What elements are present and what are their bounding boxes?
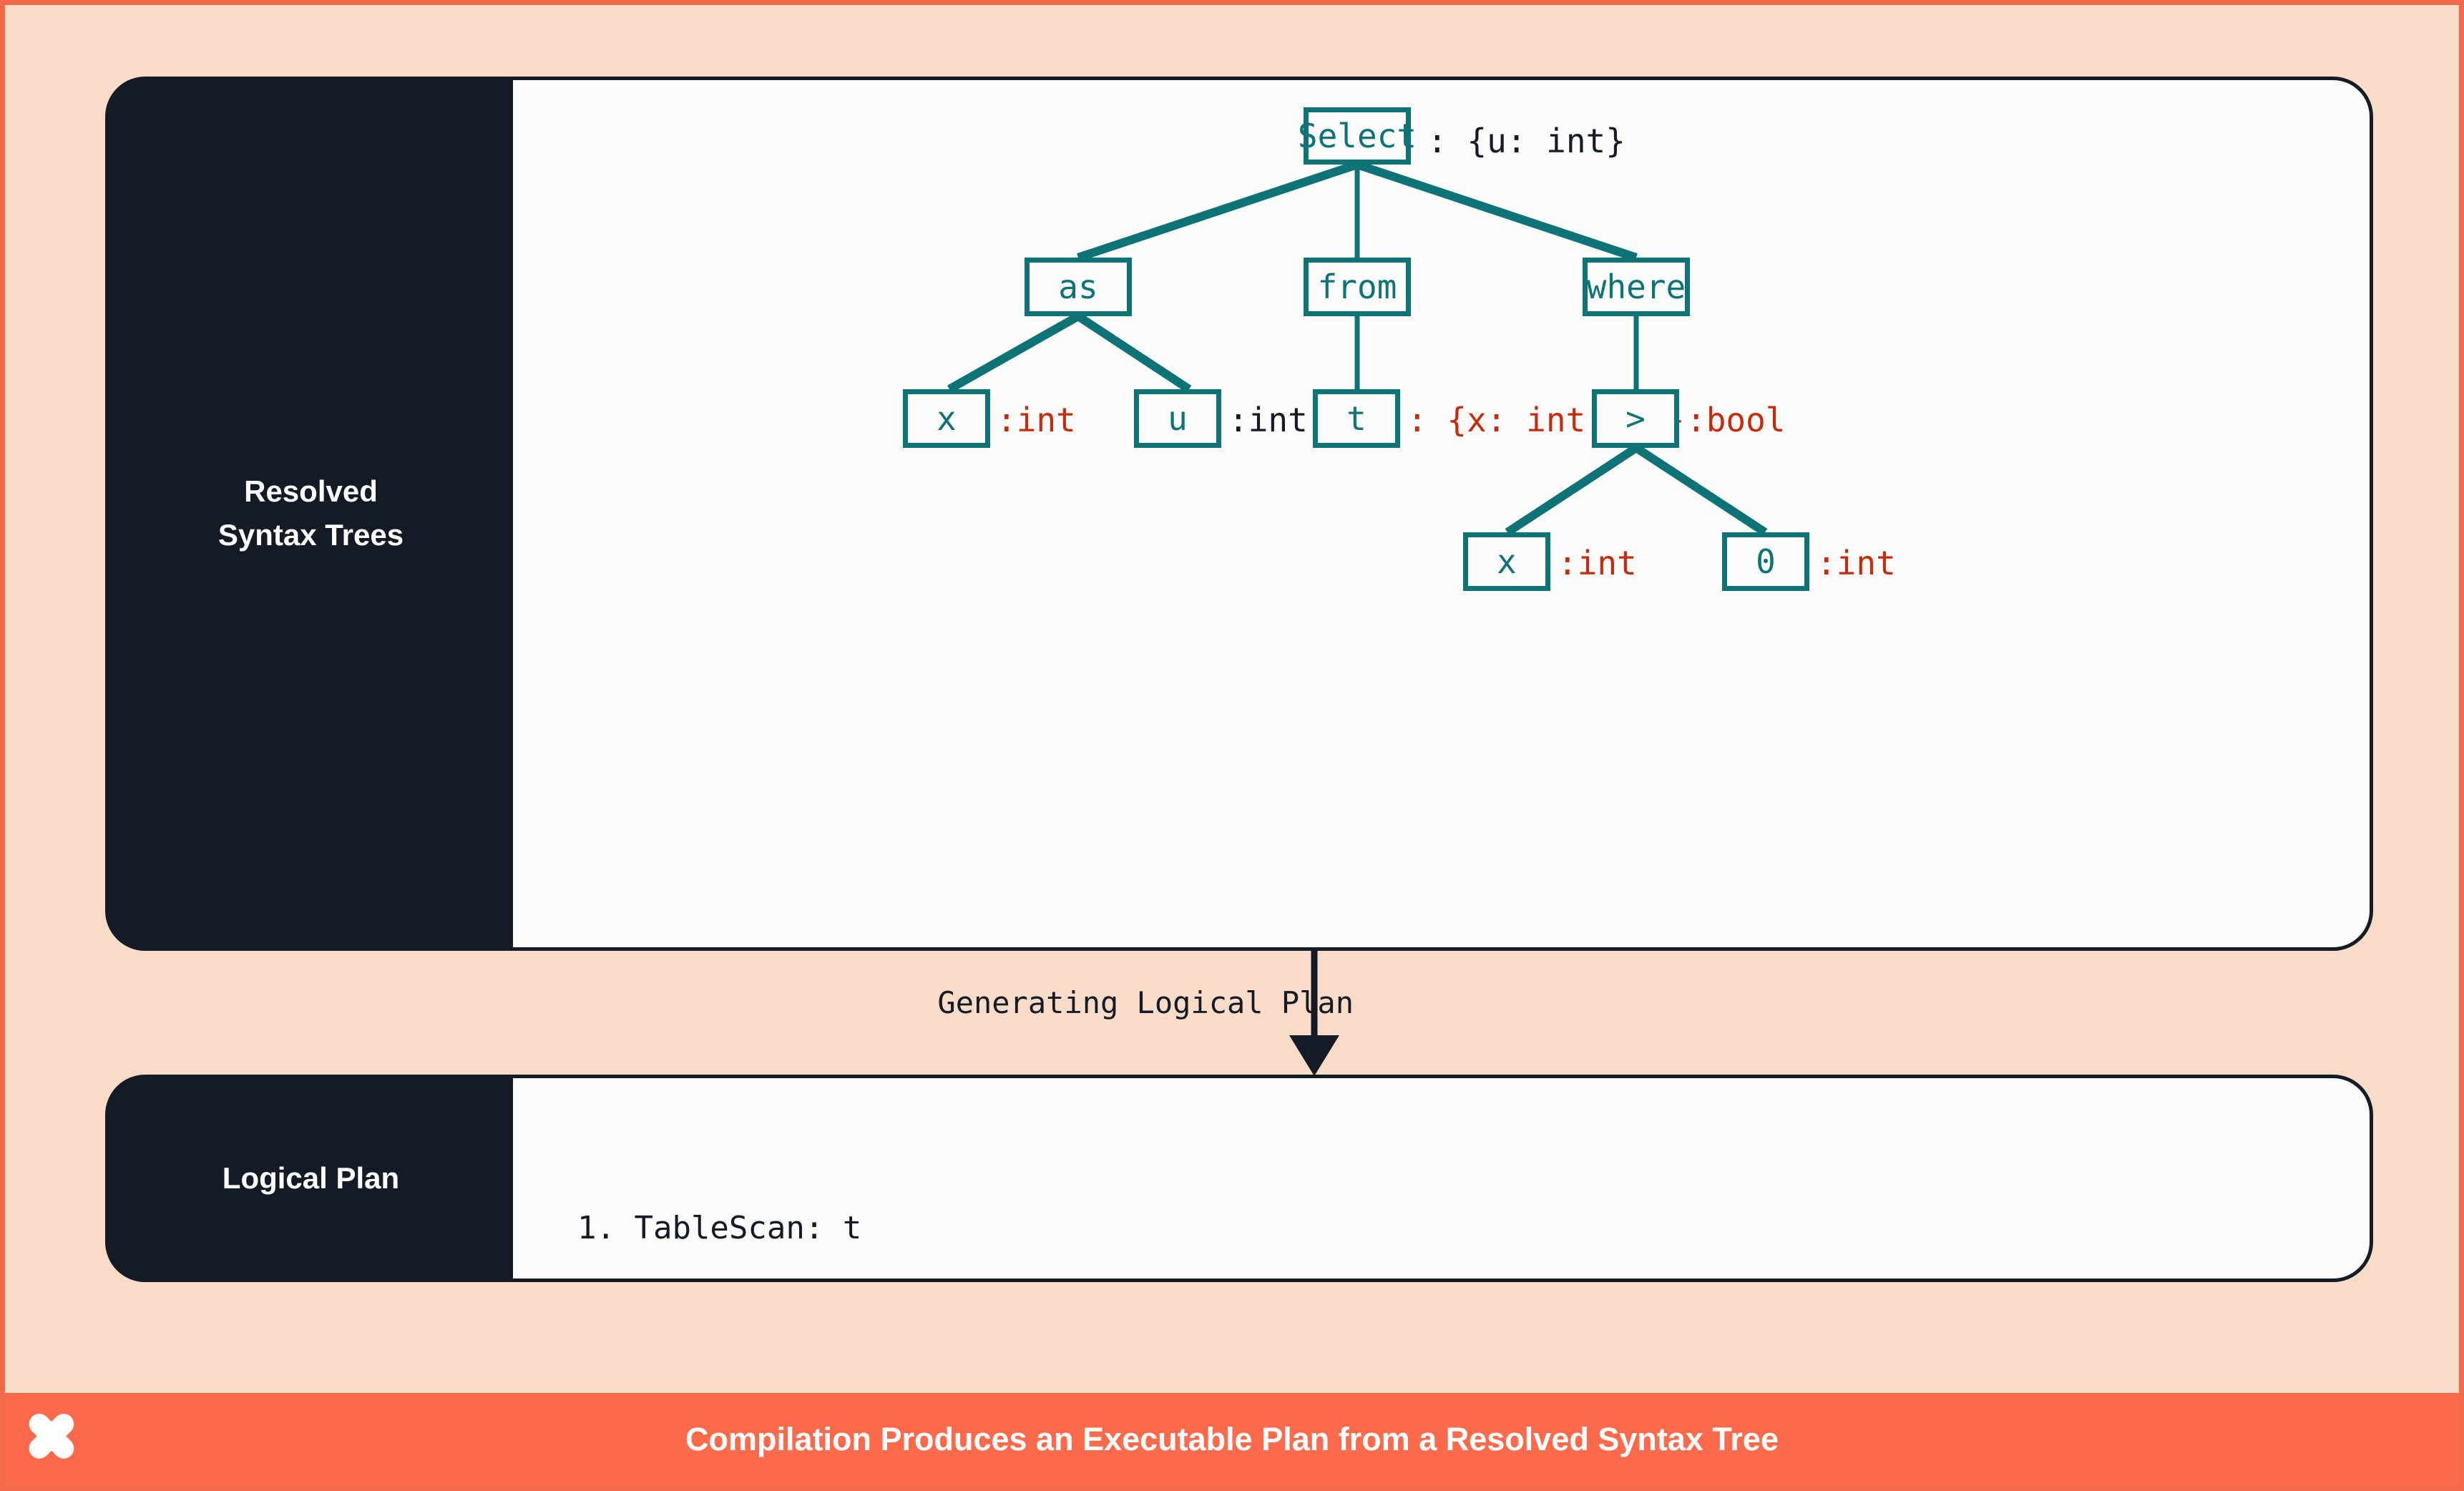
tree-node-from-label: from — [1317, 268, 1397, 306]
logical-plan-body: 1. TableScan: t 2. Filter: t.x > 0 3. Pr… — [513, 1078, 2370, 1279]
stage-label-line-2: Syntax Trees — [217, 518, 404, 552]
tree-node-gt-x[interactable]: x — [1463, 532, 1550, 591]
footer-title: Compilation Produces an Executable Plan … — [685, 1421, 1779, 1457]
tree-node-gt-zero-label: 0 — [1756, 542, 1776, 581]
tree-node-as-x[interactable]: x — [903, 389, 990, 448]
tree-node-gt-zero[interactable]: 0 — [1722, 532, 1809, 591]
connector-label: Generating Logical Plan — [937, 985, 1354, 1020]
syntax-tree-canvas: Select : {u: int} as from where x :int u… — [513, 80, 2370, 947]
tree-node-from[interactable]: from — [1304, 258, 1411, 316]
tree-node-where[interactable]: where — [1583, 258, 1690, 316]
tree-annotation-greater-than: :bool — [1686, 401, 1786, 439]
brand-logo-icon — [5, 1393, 98, 1486]
logical-plan-steps: 1. TableScan: t 2. Filter: t.x > 0 3. Pr… — [577, 1114, 1013, 1279]
stage-label-logical-plan: Logical Plan — [222, 1160, 400, 1195]
footer-bar: Compilation Produces an Executable Plan … — [5, 1393, 2459, 1486]
tree-annotation-gt-zero: :int — [1817, 544, 1896, 582]
tree-node-select[interactable]: Select — [1298, 107, 1417, 165]
connector-arrow-icon — [1289, 951, 1339, 1076]
tree-node-as[interactable]: as — [1025, 258, 1132, 316]
tree-node-as-x-label: x — [937, 399, 957, 438]
tree-node-from-t[interactable]: t — [1313, 389, 1400, 448]
tree-node-as-u-label: u — [1168, 399, 1188, 438]
tree-edges — [947, 160, 1768, 537]
tree-annotation-as-x: :int — [997, 401, 1076, 439]
tree-node-from-t-label: t — [1346, 399, 1367, 438]
tree-node-greater-than[interactable]: > — [1592, 389, 1679, 448]
tree-annotation-as-u: :int — [1228, 401, 1308, 439]
tree-annotation-select: : {u: int} — [1427, 122, 1625, 160]
stage-logical-plan: Logical Plan 1. TableScan: t 2. Filter: … — [105, 1075, 2373, 1282]
tree-node-as-u[interactable]: u — [1134, 389, 1221, 448]
tree-node-select-label: Select — [1297, 117, 1417, 155]
stage-label-line-1: Resolved — [244, 474, 378, 509]
tree-node-gt-x-label: x — [1497, 542, 1517, 581]
tree-annotation-gt-x: :int — [1558, 544, 1637, 582]
tree-node-greater-than-label: > — [1625, 399, 1646, 438]
stage-label-resolved-syntax-trees: Resolved Syntax Trees — [109, 80, 513, 947]
stage-resolved-syntax-trees: Resolved Syntax Trees — [105, 77, 2373, 951]
tree-node-where-label: where — [1586, 268, 1686, 306]
butterfly-x-logo-icon — [29, 1414, 74, 1459]
logical-plan-step-1: 1. TableScan: t — [577, 1209, 862, 1246]
stage-connector: Generating Logical Plan — [105, 951, 2373, 1076]
tree-node-as-label: as — [1058, 268, 1098, 306]
